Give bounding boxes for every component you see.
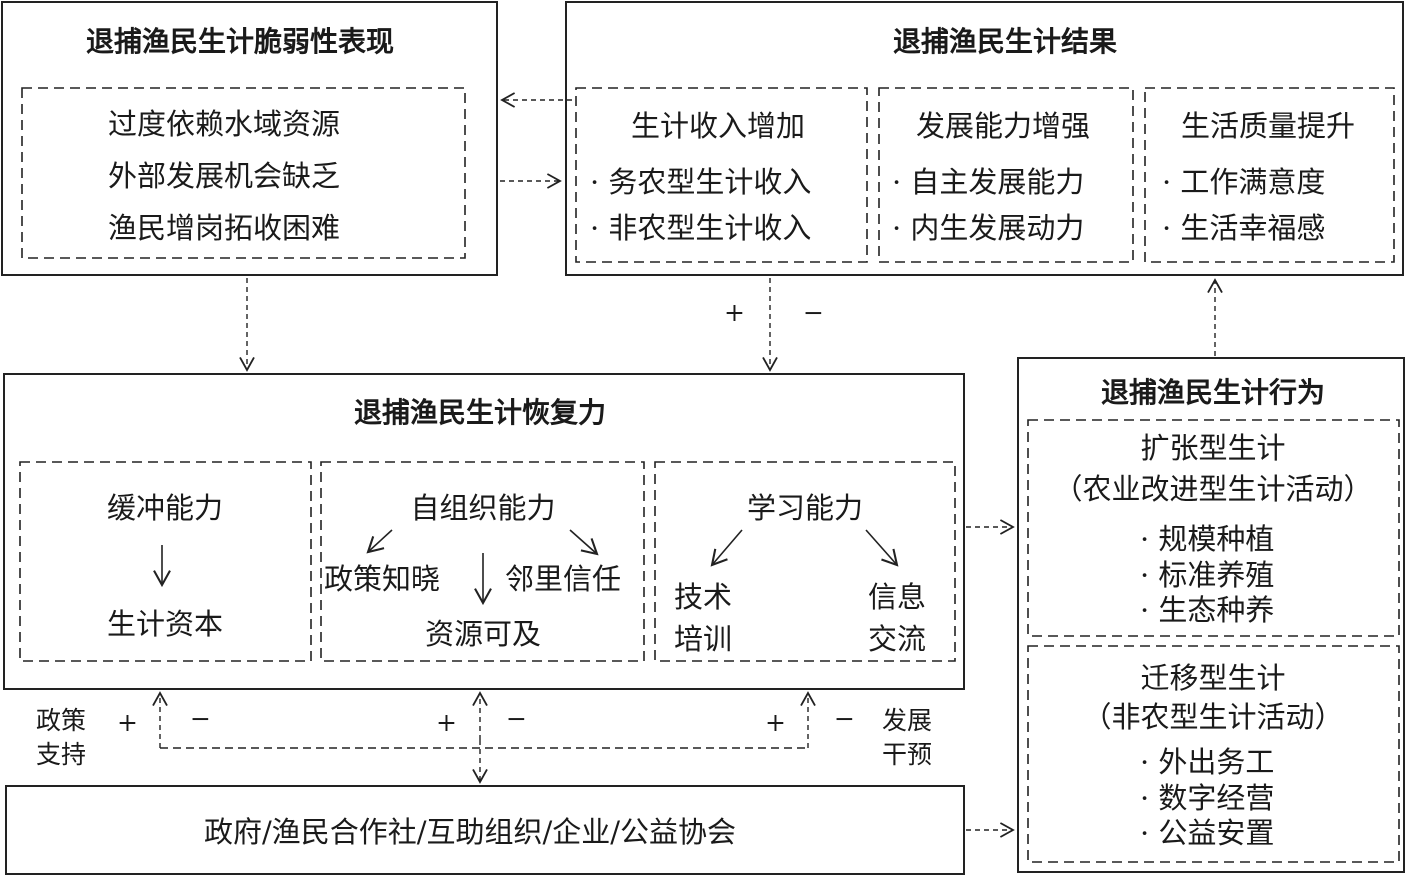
outcome-heading: 发展能力增强 xyxy=(915,109,1091,143)
vulnerability-title: 退捕渔民生计脆弱性表现 xyxy=(85,25,395,58)
behavior-item: · 标准养殖 xyxy=(1140,558,1275,592)
buffer-heading: 缓冲能力 xyxy=(106,491,224,525)
outcomes-title: 退捕渔民生计结果 xyxy=(892,25,1118,58)
outcome-item: · 工作满意度 xyxy=(1162,165,1326,199)
outcome-item: · 内生发展动力 xyxy=(892,211,1085,245)
self-org-left: 政策知晓 xyxy=(324,562,441,596)
self-org-right: 邻里信任 xyxy=(505,562,622,596)
behavior-item: · 公益安置 xyxy=(1140,816,1275,850)
resilience-title: 退捕渔民生计恢复力 xyxy=(353,396,607,429)
outcome-item: · 自主发展能力 xyxy=(892,165,1085,199)
behavior-box xyxy=(1017,357,1405,873)
learning-right: 信息 交流 xyxy=(868,580,927,656)
outcome-item: · 非农型生计收入 xyxy=(590,211,812,245)
outcome-item: · 生活幸福感 xyxy=(1162,211,1326,245)
behavior-heading: 扩张型生计 xyxy=(1140,431,1286,465)
behavior-item: · 外出务工 xyxy=(1140,745,1275,779)
vulnerability-item: 过度依赖水域资源 xyxy=(108,107,341,141)
vulnerability-item: 渔民增岗拓收困难 xyxy=(108,211,341,245)
behavior-item: · 数字经营 xyxy=(1140,781,1275,815)
minus-sign: − xyxy=(506,704,527,733)
outcome-item: · 务农型生计收入 xyxy=(590,165,812,199)
behavior-item: · 规模种植 xyxy=(1140,522,1275,556)
behavior-sub: （农业改进型生计活动） xyxy=(1053,472,1373,506)
behavior-heading: 迁移型生计 xyxy=(1140,661,1286,695)
plus-sign: + xyxy=(117,708,138,737)
policy-label: 支持 xyxy=(36,740,87,769)
actors-box xyxy=(5,785,965,875)
minus-sign: − xyxy=(834,704,855,733)
minus-sign: − xyxy=(803,298,824,327)
learning-heading: 学习能力 xyxy=(746,491,864,525)
plus-sign: + xyxy=(436,708,457,737)
plus-sign: + xyxy=(724,298,745,327)
development-label: 发展 xyxy=(882,706,933,735)
buffer-result: 生计资本 xyxy=(106,607,224,641)
vulnerability-item: 外部发展机会缺乏 xyxy=(108,159,341,193)
behavior-sub: （非农型生计活动） xyxy=(1082,700,1344,734)
behavior-item: · 生态种养 xyxy=(1140,593,1275,627)
outcomes-box xyxy=(565,1,1404,276)
vulnerability-box xyxy=(1,1,498,276)
outcome-heading: 生计收入增加 xyxy=(630,109,806,143)
actors-text: 政府/渔民合作社/互助组织/企业/公益协会 xyxy=(203,815,737,849)
self-org-heading: 自组织能力 xyxy=(410,491,556,525)
behavior-title: 退捕渔民生计行为 xyxy=(1100,376,1326,409)
self-org-bottom: 资源可及 xyxy=(424,617,542,651)
resilience-box xyxy=(3,373,965,690)
development-label: 干预 xyxy=(882,740,933,769)
policy-label: 政策 xyxy=(36,706,87,735)
outcome-heading: 生活质量提升 xyxy=(1180,109,1356,143)
learning-left: 技术 培训 xyxy=(674,580,733,656)
minus-sign: − xyxy=(190,704,211,733)
plus-sign: + xyxy=(765,708,786,737)
